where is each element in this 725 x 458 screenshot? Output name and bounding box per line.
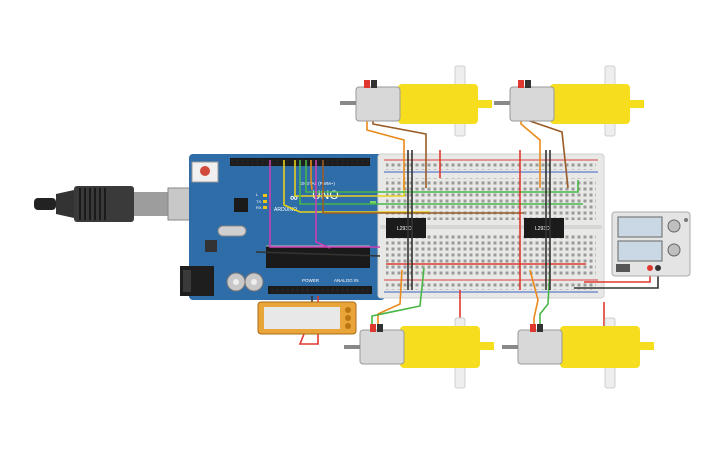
analog-pins-label: ANALOG IN [334,278,359,283]
arduino-brand-logo: ∞ [290,192,298,204]
arduino-brand-text: ARDUINO [274,207,297,213]
usb-cable[interactable] [34,186,213,222]
power-supply[interactable] [611,211,691,277]
wires[interactable] [255,86,659,345]
motor-bottom-right[interactable] [502,317,654,389]
chip-right-label: L293D [535,226,550,232]
led-tx-label: TX [256,199,261,204]
led-rx-label: RX [256,205,262,210]
l293d-chip-left[interactable]: L293D [386,218,426,238]
l293d-chip-right[interactable]: L293D [524,218,564,238]
motor-bottom-left[interactable] [344,317,494,389]
digital-pins-label: DIGITAL (PWM~) [300,181,335,186]
motor-top-left[interactable] [340,65,492,137]
led-l-label: L [256,192,259,197]
power-pins-label: POWER [302,278,320,283]
motor-top-right[interactable] [494,65,644,137]
chip-left-label: L293D [397,226,412,232]
battery-pack[interactable] [257,301,357,335]
arduino-board[interactable]: ∞ ARDUINO UNO DIGITAL (PWM~) POWER ANALO… [180,154,385,300]
